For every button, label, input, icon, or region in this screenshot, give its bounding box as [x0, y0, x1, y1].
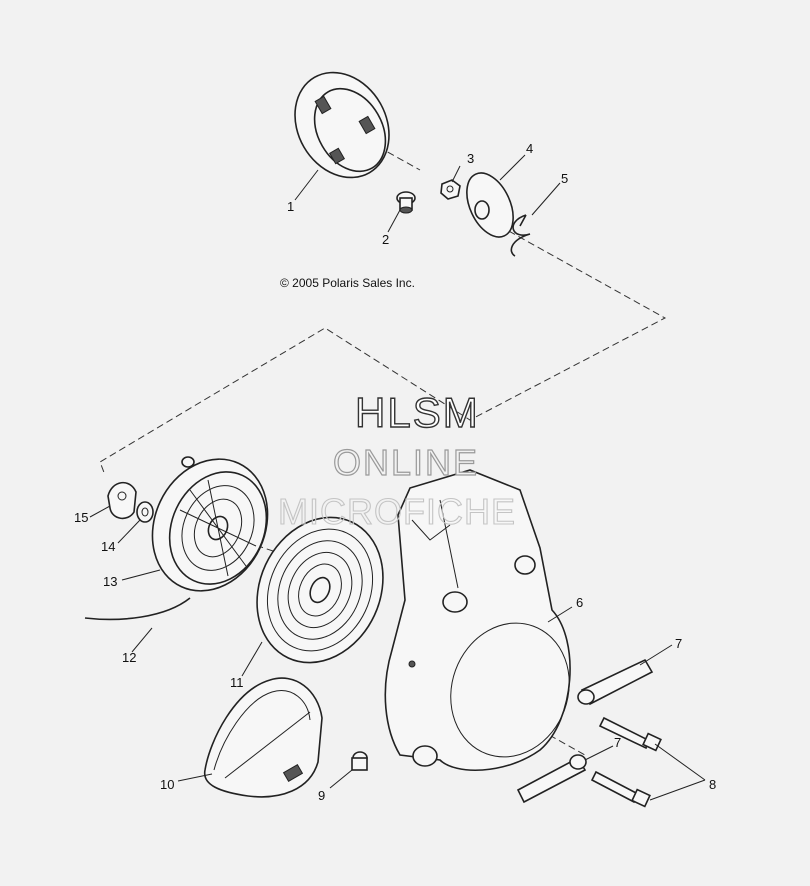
lever-plate-part-upper: [577, 658, 654, 706]
pulley-housing-part: [151, 456, 269, 592]
callout-10: 10: [160, 777, 174, 792]
callout-9: 9: [318, 788, 325, 803]
nut-part: [440, 179, 461, 200]
callout-11: 11: [230, 675, 244, 690]
assembly-guide-lines: [99, 119, 667, 756]
starter-rope-part: [84, 597, 191, 621]
callout-7-lower: 7: [614, 735, 621, 750]
watermark-line-3: MICROFICHE: [278, 491, 516, 532]
washer-plate-part: [466, 172, 514, 238]
watermark-line-2: ONLINE: [333, 442, 479, 483]
callout-7-upper: 7: [675, 636, 682, 651]
starter-cup-part: [294, 71, 390, 179]
lever-plate-part-lower: [516, 754, 587, 804]
callout-labels: 1 2 3 4 5 6 7 7 8 9 10 11 12 13 14 15: [74, 141, 716, 803]
callout-leaders: [89, 154, 706, 801]
pawl-part: [107, 481, 137, 520]
callout-2: 2: [382, 232, 389, 247]
long-bolt-part-upper: [598, 716, 662, 752]
small-bolt-part: [351, 751, 368, 771]
callout-4: 4: [526, 141, 533, 156]
callout-12: 12: [122, 650, 136, 665]
starter-handle-part: [204, 677, 323, 798]
spring-part: [510, 214, 531, 257]
callout-5: 5: [561, 171, 568, 186]
callout-3: 3: [467, 151, 474, 166]
long-bolt-part-lower: [590, 770, 651, 808]
callout-15: 15: [74, 510, 88, 525]
bolt-part: [396, 191, 416, 214]
watermark-line-1: HLSM: [355, 389, 480, 436]
copyright-notice: © 2005 Polaris Sales Inc.: [280, 276, 415, 290]
callout-13: 13: [103, 574, 117, 589]
recoil-spring-part: [256, 516, 384, 664]
callout-8: 8: [709, 777, 716, 792]
callout-6: 6: [576, 595, 583, 610]
callout-14: 14: [101, 539, 115, 554]
callout-1: 1: [287, 199, 294, 214]
watermark: HLSM ONLINE MICROFICHE: [277, 388, 516, 532]
recoil-housing-part: [384, 469, 571, 772]
bushing-part: [136, 501, 154, 523]
